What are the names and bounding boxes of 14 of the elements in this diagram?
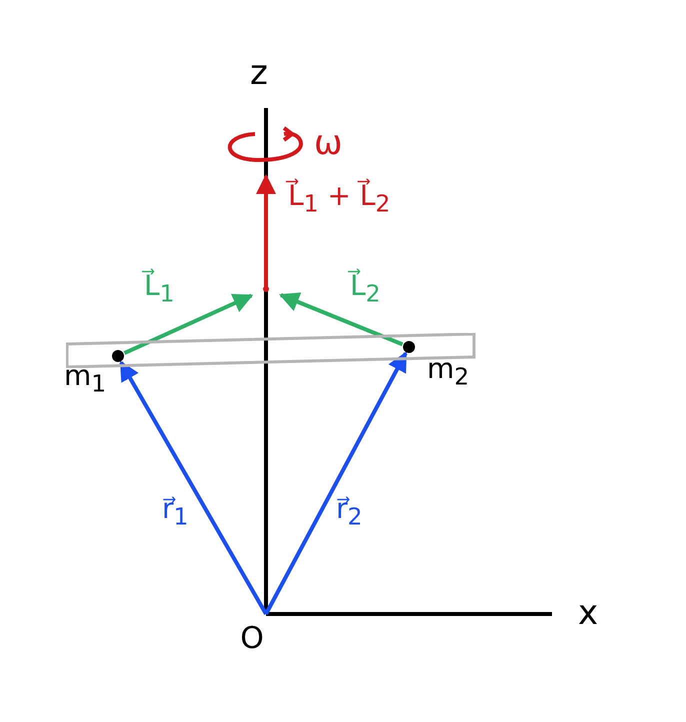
mass-label: m$_{1}$ bbox=[64, 362, 106, 396]
vector-arrow bbox=[119, 360, 268, 615]
origin-label: O bbox=[238, 622, 266, 656]
axis-label: z bbox=[250, 56, 268, 90]
vector-arrow bbox=[264, 351, 408, 615]
vector-arrow bbox=[278, 292, 404, 346]
junction-point bbox=[263, 286, 269, 292]
angular-velocity-label: ω bbox=[314, 126, 342, 160]
axis-label: x bbox=[578, 596, 598, 630]
vector-arrow bbox=[124, 294, 254, 355]
vector-arrow bbox=[256, 174, 276, 289]
vector-label: r⃗$_{1}$ bbox=[162, 495, 188, 529]
mass-label: m$_{2}$ bbox=[427, 355, 470, 389]
vector-label: r⃗$_{2}$ bbox=[336, 495, 362, 529]
